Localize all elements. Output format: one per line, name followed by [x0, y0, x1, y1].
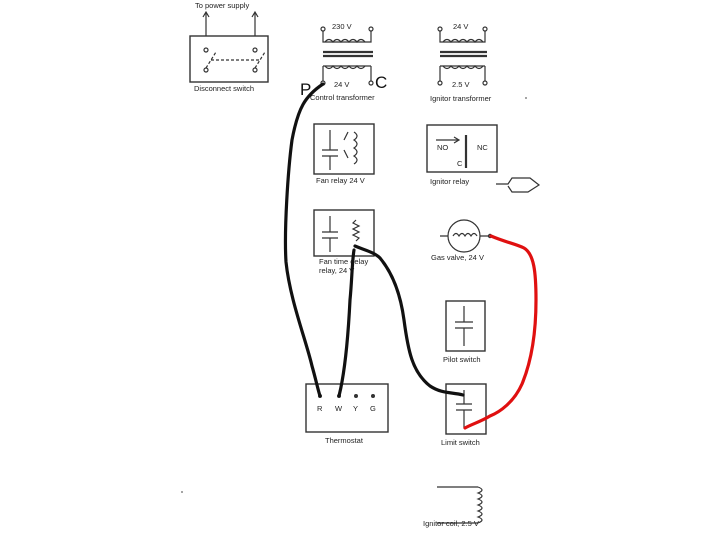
switch-blades: [205, 51, 266, 69]
wire-p-to-r: [283, 82, 325, 398]
ignitor-coil-label: Ignitor coil, 2.5 V: [423, 519, 479, 528]
fan-relay-contact: [322, 130, 338, 170]
power-supply-label: To power supply: [195, 1, 249, 10]
control-primary-label: 230 V: [332, 22, 352, 31]
disconnect-switch-label: Disconnect switch: [194, 84, 254, 93]
fan-time-relay-contact: [322, 216, 338, 252]
fan-relay-box: [313, 123, 375, 175]
wire-w-to-fan-time-relay: [337, 248, 356, 398]
relay-nc-label: NC: [477, 143, 488, 152]
gas-valve: Gas valve, 24 V: [431, 219, 493, 262]
disconnect-switch: To power supply Disconnect switch: [189, 1, 269, 93]
ignitor-transformer-label: Ignitor transformer: [430, 94, 492, 103]
ignitor-transformer-core: [440, 50, 487, 58]
ignitor-probe-icon: [496, 177, 541, 193]
gas-valve-label: Gas valve, 24 V: [431, 253, 484, 262]
disconnect-switch-box: [189, 35, 269, 83]
ignitor-transformer: 24 V 2.5 V Ignitor transformer: [430, 22, 492, 103]
terminal-w: W: [335, 404, 343, 413]
ignitor-relay: NO NC C Ignitor relay: [426, 124, 541, 193]
pilot-switch: Pilot switch: [443, 300, 486, 364]
annotation-c: C: [375, 73, 387, 92]
limit-switch-label: Limit switch: [441, 438, 480, 447]
terminal-g: G: [370, 404, 376, 413]
fan-time-relay-label-1: Fan time delay: [319, 257, 368, 266]
supply-arrow-right: [251, 10, 259, 36]
pilot-switch-contact: [455, 306, 473, 346]
limit-switch-contact: [456, 390, 472, 428]
control-transformer-label: Control transformer: [310, 93, 375, 102]
terminal-r: R: [317, 404, 323, 413]
wire-gas-valve-to-limit: [463, 234, 538, 430]
ignitor-primary-label: 24 V: [453, 22, 468, 31]
relay-c-label: C: [457, 159, 463, 168]
fan-relay-coil: [352, 131, 358, 165]
pilot-switch-label: Pilot switch: [443, 355, 481, 364]
stray-mark: [525, 97, 527, 99]
thermostat-label: Thermostat: [325, 436, 364, 445]
stray-mark: [181, 491, 183, 493]
ignitor-coil: Ignitor coil, 2.5 V: [423, 486, 483, 528]
fan-time-delay-relay: Fan time delay relay, 24 V: [313, 209, 375, 275]
control-transformer: 230 V 24 V Control transformer: [310, 22, 375, 102]
fan-time-relay-label-2: relay, 24 V: [319, 266, 354, 275]
relay-no-label: NO: [437, 143, 448, 152]
ignitor-relay-label: Ignitor relay: [430, 177, 469, 186]
ignitor-relay-box: [426, 124, 498, 173]
fan-relay-label: Fan relay 24 V: [316, 176, 365, 185]
pilot-switch-box: [445, 300, 486, 352]
control-transformer-core: [323, 50, 373, 58]
annotation-p: P: [300, 80, 311, 99]
wire-fan-time-relay-to-limit: [353, 244, 465, 397]
ignitor-secondary-label: 2.5 V: [452, 80, 470, 89]
control-secondary-label: 24 V: [334, 80, 349, 89]
gas-valve-coil-icon: [452, 232, 478, 238]
supply-arrow-left: [202, 10, 210, 36]
fan-relay: Fan relay 24 V: [313, 123, 375, 185]
ignitor-coil-icon: [476, 486, 483, 524]
gas-valve-circle: [447, 219, 481, 253]
fan-time-relay-heater: [351, 219, 361, 242]
terminal-y: Y: [353, 404, 358, 413]
